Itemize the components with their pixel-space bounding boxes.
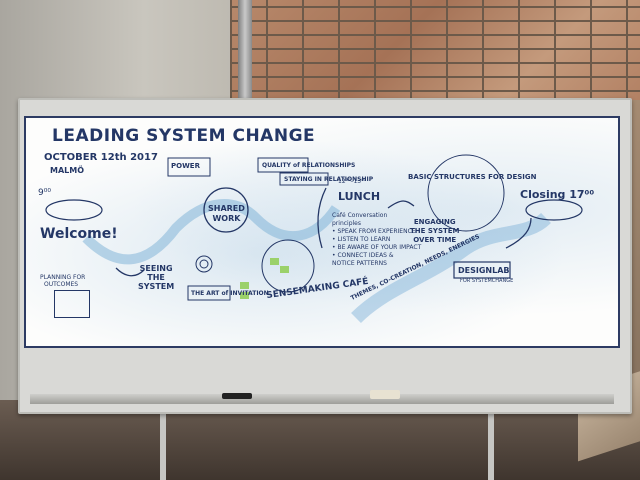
basic-structures-label: BASIC STRUCTURES FOR DESIGN xyxy=(408,173,537,181)
sticky-note xyxy=(280,266,289,273)
welcome-circle xyxy=(45,199,103,221)
graphic-recording-poster: LEADING SYSTEM CHANGE OCTOBER 12th 2017 … xyxy=(24,116,620,348)
whiteboard-leg-right xyxy=(488,404,494,480)
poster-date: OCTOBER 12th 2017 xyxy=(44,152,158,163)
staying-label: STAYING IN RELATIONSHIP xyxy=(284,176,374,183)
poster-drawings xyxy=(45,154,583,324)
seeing-line-3: SYSTEM xyxy=(138,282,175,291)
relations-box xyxy=(257,157,309,173)
invitation-label: THE ART of INVITATION xyxy=(191,290,269,297)
designlab-box xyxy=(453,261,511,279)
whiteboard-tray xyxy=(30,394,614,404)
sticky-note xyxy=(240,292,249,299)
lunch-time: 12³⁰–13⁰⁰ xyxy=(338,178,366,185)
welcome-label: Welcome! xyxy=(40,226,118,242)
sticky-note xyxy=(270,258,279,265)
design-circle xyxy=(427,154,505,232)
connector-arrow xyxy=(387,200,415,209)
invitation-spiral xyxy=(195,255,213,273)
designlab-subtitle: FOR SYSTEMCHANGE xyxy=(460,278,514,284)
wall-pipe xyxy=(238,0,252,105)
engaging-system: ENGAGING THE SYSTEM OVER TIME xyxy=(410,218,460,245)
principle-line: • LISTEN TO LEARN xyxy=(332,236,391,243)
principle-line: • SPEAK FROM EXPERIENCE xyxy=(332,228,416,235)
closing-circle xyxy=(525,199,583,221)
river-path xyxy=(351,212,551,324)
welcome-time: 9⁰⁰ xyxy=(38,188,51,198)
poster-place: MALMÖ xyxy=(50,166,85,175)
planning-label-2: OUTCOMES xyxy=(44,281,79,288)
eraser xyxy=(370,390,400,399)
sticky-note xyxy=(240,282,249,289)
whiteboard-leg-left xyxy=(160,404,166,480)
lunch-label: LUNCH xyxy=(338,190,381,203)
seeing-the-system: SEEING THE SYSTEM xyxy=(138,264,174,291)
sensemaking-circle xyxy=(261,239,315,293)
connector-arrow xyxy=(505,217,532,249)
power-box xyxy=(167,157,211,177)
staying-box xyxy=(279,172,329,186)
shared-line-1: SHARED xyxy=(208,204,245,213)
principle-line: NOTICE PATTERNS xyxy=(332,260,387,267)
planning-grid xyxy=(54,290,90,318)
invitation-box xyxy=(187,285,231,301)
shared-work-circle xyxy=(203,187,249,233)
principle-line: • BE AWARE OF YOUR IMPACT xyxy=(332,244,422,251)
connector-arrow xyxy=(317,187,327,249)
seeing-line-2: THE xyxy=(147,273,165,282)
designlab-label: DESIGNLAB xyxy=(458,266,510,275)
engaging-line-3: OVER TIME xyxy=(413,236,457,244)
flow-path xyxy=(82,199,341,265)
principle-line: • CONNECT IDEAS & xyxy=(332,252,394,259)
power-label: POWER xyxy=(171,162,200,170)
principle-line: principles xyxy=(332,220,362,227)
shared-line-2: WORK xyxy=(212,214,241,223)
planning-label: PLANNING FOR xyxy=(40,274,86,281)
relationships-label: QUALITY of RELATIONSHIPS xyxy=(262,162,356,169)
seeing-line-1: SEEING xyxy=(139,264,173,273)
principle-line: Café Conversation xyxy=(332,212,388,219)
poster-title: LEADING SYSTEM CHANGE xyxy=(52,126,316,146)
cafe-principles: Café Conversation principles • SPEAK FRO… xyxy=(332,212,421,268)
engaging-line-2: THE SYSTEM xyxy=(410,227,460,235)
marker xyxy=(222,393,252,399)
engaging-line-1: ENGAGING xyxy=(413,218,456,226)
connector-arrow xyxy=(115,267,145,277)
shared-work: SHARED WORK xyxy=(208,204,245,224)
invitation-spiral-inner xyxy=(199,259,209,269)
closing-label: Closing 17⁰⁰ xyxy=(520,188,595,201)
